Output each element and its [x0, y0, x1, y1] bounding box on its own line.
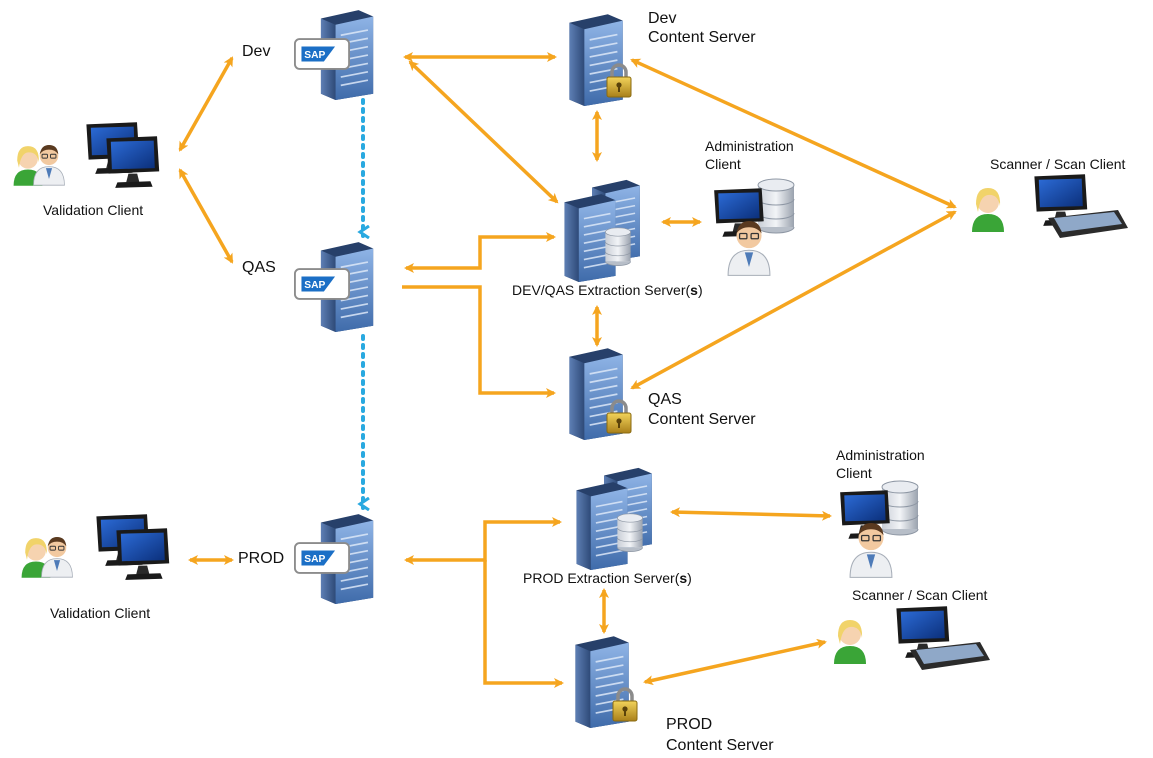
admin-client-bottom-label-line1: Administration — [836, 447, 925, 463]
qas-content-server-label-line1: QAS — [648, 391, 682, 408]
scanner-client-top-icon — [972, 174, 1128, 238]
scanner-client-bottom-icon — [834, 606, 990, 670]
arrow-prod-extract — [404, 517, 562, 565]
arrow-layer — [178, 52, 957, 688]
validation-client-bottom-icon — [21, 514, 170, 580]
prod-sap-server-icon — [294, 513, 375, 604]
dev-content-server-label-line1: Dev — [648, 10, 677, 27]
admin-client-bottom-icon — [840, 480, 919, 578]
prod-sap-label: PROD — [238, 550, 285, 567]
scanner-client-bottom-label: Scanner / Scan Client — [852, 587, 988, 603]
prod-content-server-label-line2: Content Server — [666, 737, 774, 754]
admin-client-top-label-line2: Client — [705, 156, 741, 172]
dev-sap-server-icon — [294, 9, 375, 100]
admin-client-top-label-line1: Administration — [705, 138, 794, 154]
arrow-dev-extract — [408, 60, 559, 204]
validation-client-top-icon — [13, 122, 160, 188]
arrow-prodcs-scanner — [643, 638, 827, 686]
prod-content-server-label-line1: PROD — [666, 716, 713, 733]
qas-content-server-label-line2: Content Server — [648, 411, 756, 428]
qas-content-server-icon — [568, 347, 631, 440]
arrow-devcs-scanner — [630, 58, 957, 209]
prod-content-server-icon — [574, 635, 637, 728]
arrow-val-qas — [178, 168, 234, 264]
arrow-qas-extract — [404, 232, 556, 273]
devqas-extraction-server-label: DEV/QAS Extraction Server(s) — [512, 282, 703, 298]
arrow-prod-prodcs — [483, 560, 564, 688]
admin-client-top-icon — [714, 178, 795, 276]
arrow-val-dev — [178, 56, 234, 152]
dev-content-server-label-line2: Content Server — [648, 29, 756, 46]
arrow-prodextract-admin — [670, 507, 832, 521]
devqas-extraction-server-icon — [563, 178, 641, 282]
arrow-qas-qascs — [402, 285, 556, 398]
arrow-qascs-scanner — [630, 210, 957, 390]
dev-sap-label: Dev — [242, 43, 271, 60]
validation-client-bottom-label: Validation Client — [50, 605, 151, 621]
scanner-client-top-label: Scanner / Scan Client — [990, 156, 1126, 172]
qas-sap-label: QAS — [242, 259, 276, 276]
qas-sap-server-icon — [294, 241, 375, 332]
dev-content-server-icon — [568, 13, 631, 106]
admin-client-bottom-label-line2: Client — [836, 465, 872, 481]
prod-extraction-server-icon — [575, 466, 653, 570]
validation-client-top-label: Validation Client — [43, 202, 144, 218]
prod-extraction-server-label: PROD Extraction Server(s) — [523, 570, 692, 586]
